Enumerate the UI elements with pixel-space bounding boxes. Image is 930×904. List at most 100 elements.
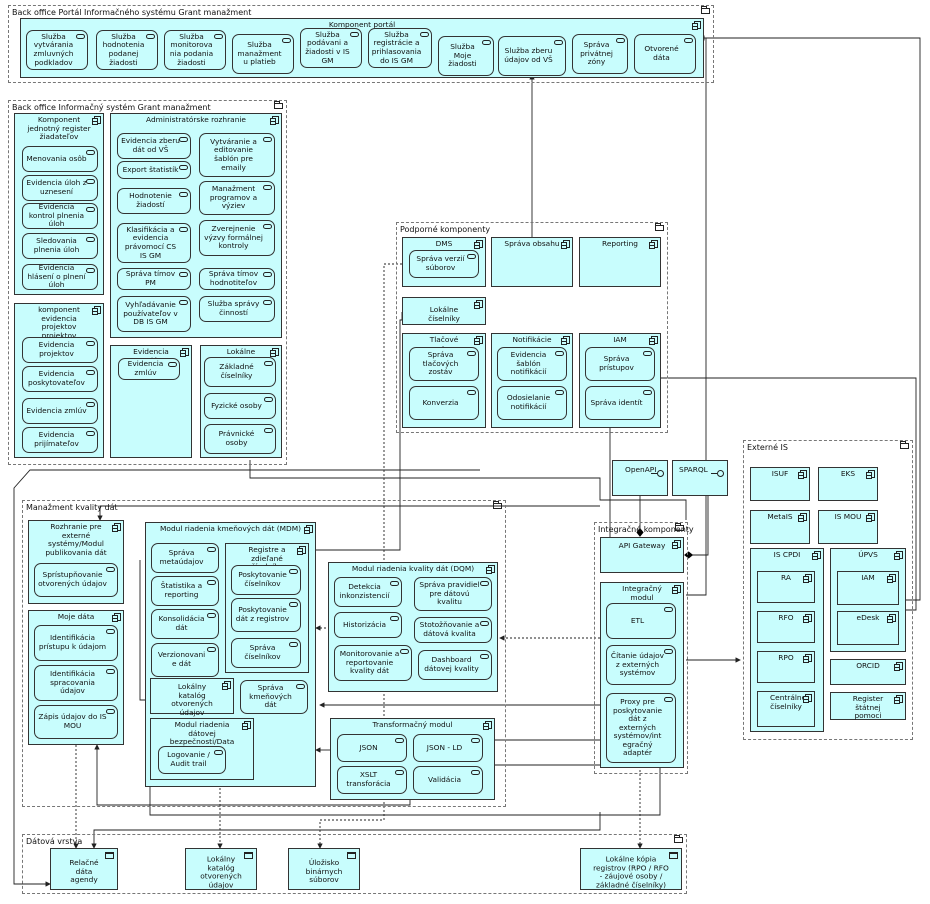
portal-service[interactable]: Služba zberu údajov od VŠ (498, 36, 566, 76)
notif-service[interactable]: Odosielanie notifikácií (497, 386, 567, 420)
package-icon (493, 501, 502, 509)
external-system-state-aid[interactable]: Register štátnej pomoci (830, 692, 906, 720)
mdm-service[interactable]: Štatistika a reporting (151, 576, 219, 606)
admin-service[interactable]: Export štatistík (117, 161, 191, 179)
projects-service[interactable]: Evidencia projektov (22, 337, 98, 363)
print-service[interactable]: Konverzia (409, 386, 479, 420)
transform-service[interactable]: XSLT transforácia (337, 766, 407, 794)
admin-service-label: Správa tímov hodnotiteľov (208, 269, 259, 287)
local-register-service[interactable]: Fyzické osoby (204, 393, 276, 419)
cpdi-item[interactable]: RPO (757, 651, 815, 683)
admin-service[interactable]: Zverejnenie výzvy formálnej kontroly (199, 220, 275, 256)
catalog-component[interactable]: Lokálny katalóg otvorených údajov (150, 678, 234, 716)
registers-service[interactable]: Správa číselníkov (231, 638, 301, 668)
data-object-catalog-title: Lokálny katalóg otvorených údajov (200, 854, 242, 889)
master-data-service[interactable]: Správa kmeňových dát (240, 680, 308, 714)
reporting-component[interactable]: Reporting (579, 237, 661, 287)
dqm-service[interactable]: Monitorovanie a reportovanie kvality dát (334, 645, 412, 681)
integration-service[interactable]: ETL (606, 603, 676, 639)
sparql-label: SPARQL (679, 465, 708, 474)
my-data-service[interactable]: Zápis údajov do IS MOU (34, 705, 118, 739)
portal-service[interactable]: Služba Moje žiadosti (438, 36, 494, 76)
admin-service[interactable]: Vyhľadávanie používateľov v DB IS GM (117, 296, 191, 332)
my-data-service[interactable]: Identifikácia spracovania údajov (34, 665, 118, 701)
openapi-interface[interactable]: OpenAPI (612, 460, 668, 496)
iam-service[interactable]: Správa identít (585, 386, 655, 420)
local-register-service[interactable]: Právnické osoby (204, 424, 276, 454)
local-register-service[interactable]: Základné číselníky (204, 357, 276, 387)
content-component[interactable]: Správa obsahu (491, 237, 573, 287)
dqm-service[interactable]: Správa pravidiel pre dátovú kvalitu (414, 577, 492, 611)
admin-service[interactable]: Správa tímov PM (117, 268, 191, 290)
portal-service[interactable]: Služba monitorova nia podania žiadosti (164, 30, 226, 70)
projects-service[interactable]: Evidencia prijímateľov (22, 427, 98, 453)
cpdi-item[interactable]: RA (757, 571, 815, 603)
portal-service[interactable]: Služba manažment u platieb (232, 34, 294, 74)
api-gateway[interactable]: API Gateway (600, 537, 684, 573)
integration-service-label: ETL (630, 615, 645, 625)
data-object-registry-copy[interactable]: Lokálne kópia registrov (RPO / RFO - záu… (580, 848, 682, 890)
admin-service[interactable]: Hodnotenie žiadostí (117, 188, 191, 214)
portal-service[interactable]: Služba podávani a žiadosti v IS GM (300, 28, 362, 68)
projects-service[interactable]: Evidencia zmlúv (22, 398, 98, 424)
external-if-service[interactable]: Sprístupňovanie otvorených údajov (34, 563, 118, 597)
cpdi-item[interactable]: Centrálne číselníky (757, 691, 815, 727)
portal-service[interactable]: Otvorené dáta (634, 34, 696, 74)
external-system-isuf-title: ISUF (771, 469, 789, 478)
dqm-service[interactable]: Stotožňovanie a dátová kvalita (414, 617, 492, 643)
contracts-service[interactable]: Evidencia zmlúv (118, 358, 180, 380)
local-codelists-component[interactable]: Lokálne číselníky (402, 297, 486, 325)
registers-service[interactable]: Poskytovanie číselníkov (231, 565, 301, 595)
transform-service[interactable]: Validácia (413, 766, 483, 794)
transform-service[interactable]: JSON - LD (413, 734, 483, 762)
register-service[interactable]: Menovania osôb (22, 146, 98, 172)
integration-service[interactable]: Čítanie údajov z externých systémov (606, 645, 676, 685)
register-service[interactable]: Evidencia hlásení o plnení úloh (22, 264, 98, 290)
mdm-service[interactable]: Konsolidácia dát (151, 609, 219, 639)
transform-service[interactable]: JSON (337, 734, 407, 762)
external-system-metais[interactable]: MetaIS (750, 510, 810, 544)
dms-service[interactable]: Správa verzií súborov (409, 250, 479, 278)
portal-service-label: Služba podávani a žiadosti v IS GM (305, 29, 350, 65)
external-system-isuf[interactable]: ISUF (750, 467, 810, 501)
mdm-service[interactable]: Verzionovani e dát (151, 643, 219, 677)
portal-service[interactable]: Správa privátnej zóny (572, 34, 628, 74)
admin-service[interactable]: Evidencia zberu dát od VŠ (117, 133, 191, 159)
mdm-service[interactable]: Správa metaúdajov (151, 543, 219, 573)
iam-service[interactable]: Správa prístupov (585, 347, 655, 381)
upvs-item[interactable]: eDesk (837, 611, 899, 645)
register-service[interactable]: Evidencia kontrol plnenia úloh (22, 203, 98, 229)
my-data-service[interactable]: Identifikácia prístupu k údajom (34, 625, 118, 661)
data-object-binary[interactable]: Úložisko binárnych súborov (288, 848, 360, 890)
register-service[interactable]: Evidencia úloh z uznesení (22, 175, 98, 201)
projects-service[interactable]: Evidencia poskytovateľov (22, 366, 98, 392)
dqm-service[interactable]: Dashboard dátovej kvality (418, 650, 492, 680)
notif-service[interactable]: Evidencia šablón notifikácií (497, 347, 567, 381)
portal-service[interactable]: Služba registrácie a prihlasovania do IS… (368, 28, 432, 68)
service-icon (86, 268, 95, 273)
print-service[interactable]: Správa tlačových zostáv (409, 347, 479, 381)
cpdi-item[interactable]: RFO (757, 611, 815, 643)
portal-service[interactable]: Služba hodnotenia podanej žiadosti (96, 30, 158, 70)
service-icon (263, 137, 272, 142)
admin-service[interactable]: Služba správy činností (199, 296, 275, 322)
data-object-catalog[interactable]: Lokálny katalóg otvorených údajov (185, 848, 257, 890)
external-system-orcid[interactable]: ORCID (830, 659, 906, 685)
external-system-eks[interactable]: EKS (818, 467, 878, 501)
register-service[interactable]: Sledovania plnenia úloh (22, 233, 98, 259)
admin-service[interactable]: Vytváranie a editovanie šablón pre email… (199, 133, 275, 177)
upvs-item[interactable]: IAM (837, 571, 899, 605)
external-system-ismou[interactable]: IS MOU (818, 510, 878, 544)
dqm-service[interactable]: Detekcia inkonzistencií (334, 577, 402, 607)
dqm-service[interactable]: Historizácia (334, 612, 402, 638)
data-object-relational[interactable]: Relačné dáta agendy (50, 848, 118, 890)
governance-service[interactable]: Logovanie / Audit trail (158, 746, 226, 774)
service-icon (350, 32, 359, 37)
admin-service[interactable]: Manažment programov a výziev (199, 181, 275, 215)
portal-service[interactable]: Služba vytvárania zmluvných podkladov (26, 30, 88, 70)
admin-service[interactable]: Klasifikácia a evidencia právomocí CS IS… (117, 223, 191, 263)
admin-service[interactable]: Správa tímov hodnotiteľov (199, 268, 275, 290)
registers-service[interactable]: Poskytovanie dát z registrov (231, 598, 301, 632)
integration-service[interactable]: Proxy pre poskytovanie dát z externých s… (606, 693, 676, 763)
sparql-interface[interactable]: SPARQL (672, 460, 728, 496)
